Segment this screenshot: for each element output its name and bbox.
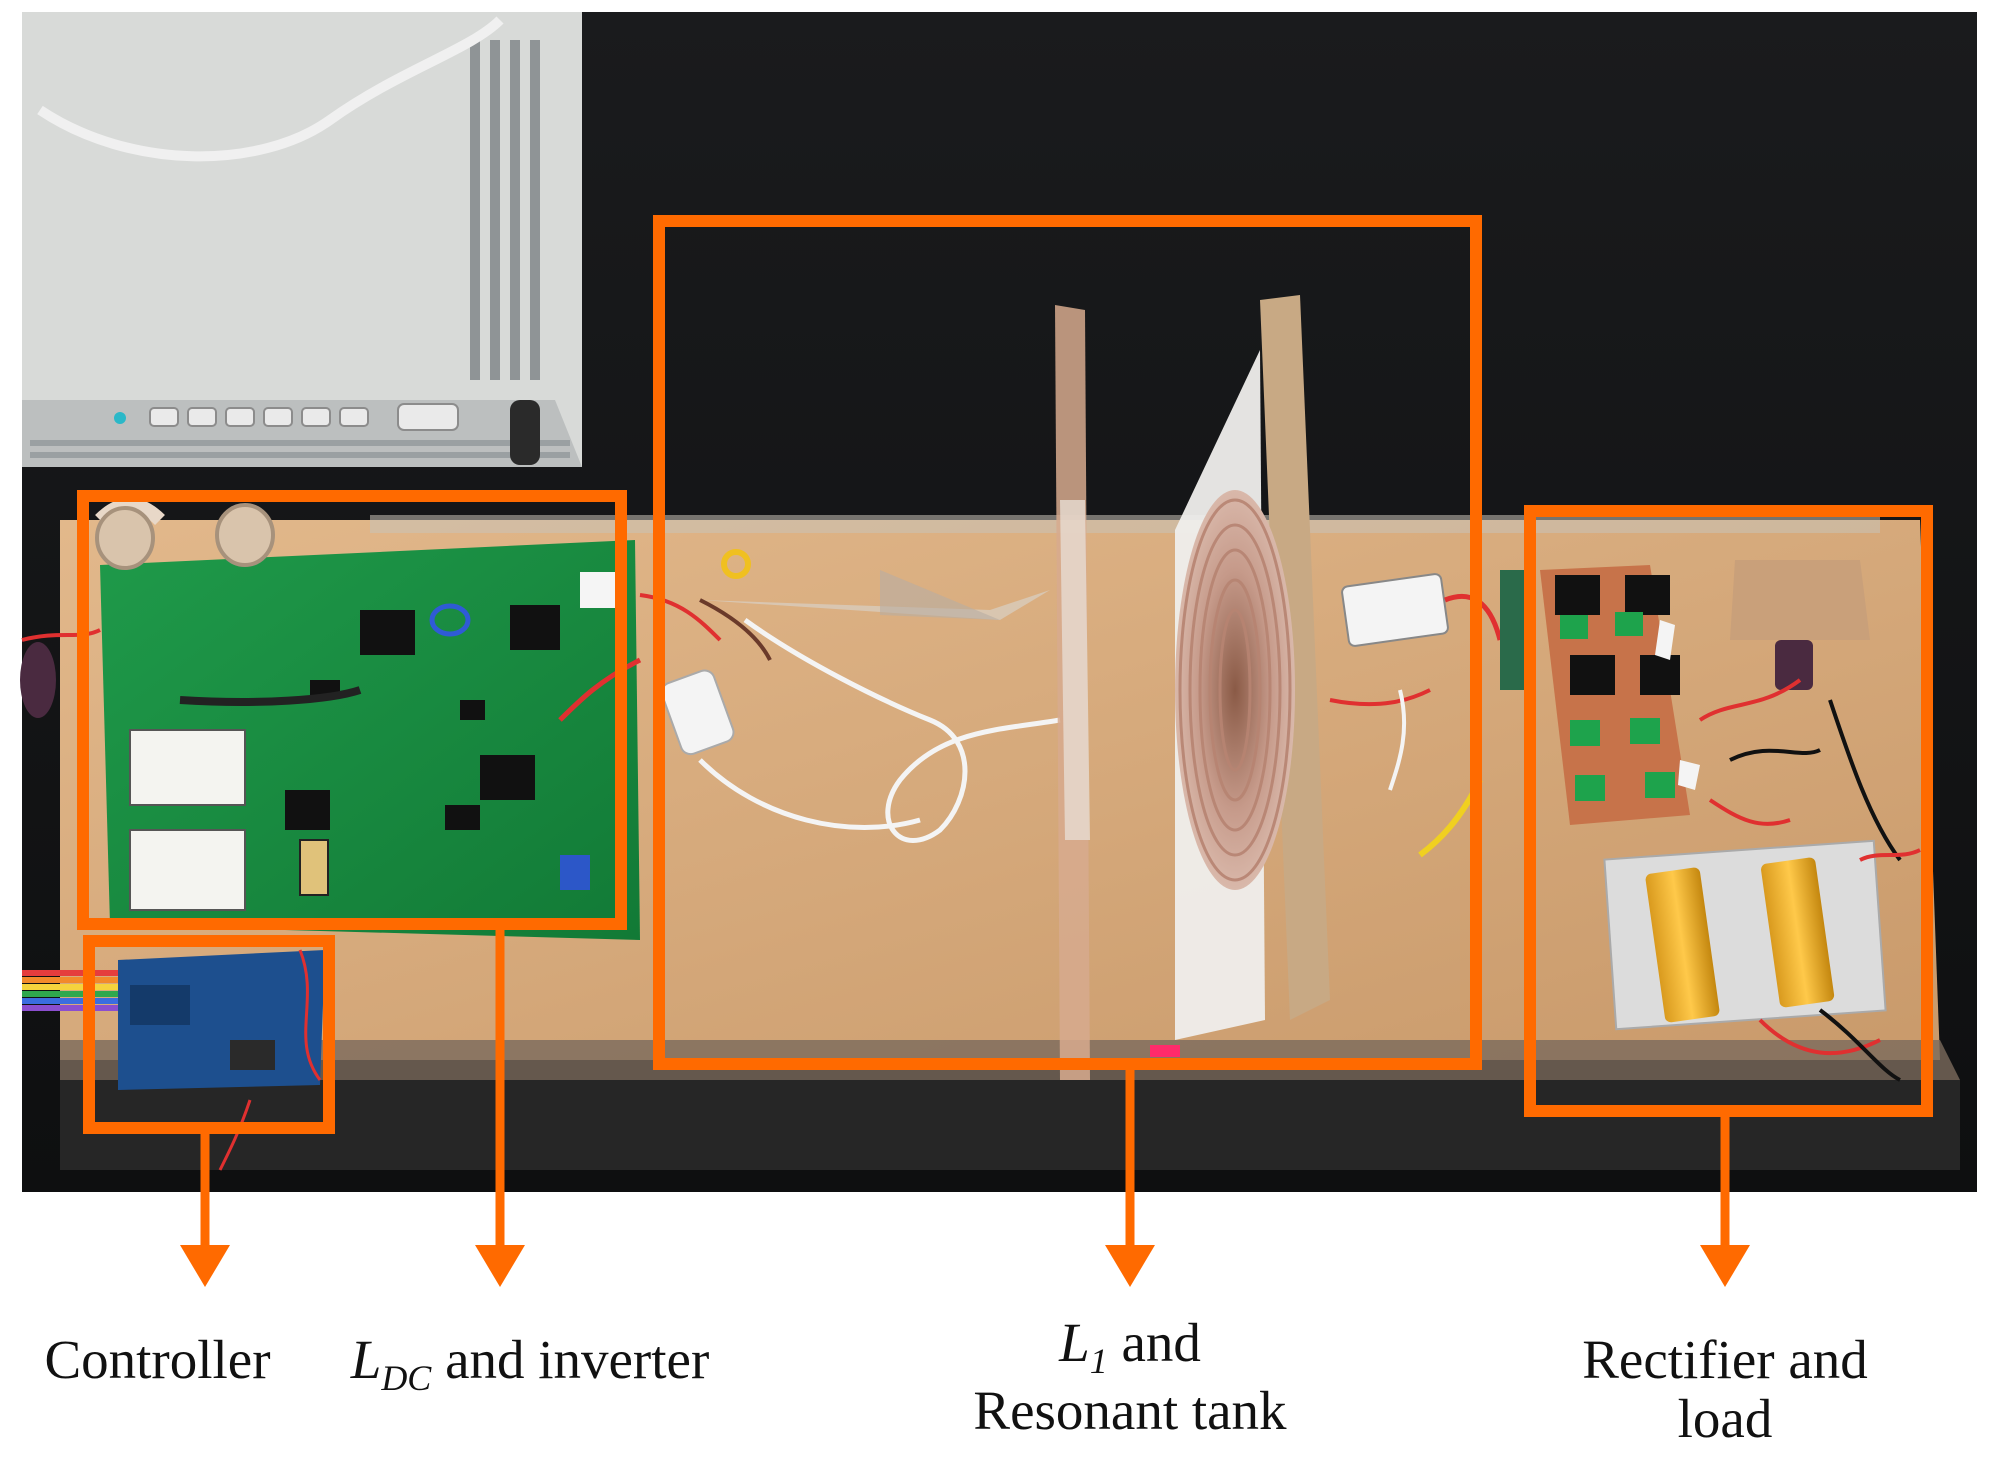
label-rectifier-line1: Rectifier and (1582, 1329, 1868, 1390)
label-controller: Controller (30, 1330, 285, 1389)
electrolytic-capacitor-left (20, 642, 56, 718)
subscript-1: 1 (1089, 1341, 1108, 1381)
rectifier-and-load (1500, 565, 1921, 1082)
arrow-ldc (475, 1245, 525, 1287)
subscript-dc: DC (381, 1358, 432, 1398)
arrow-rectifier (1700, 1245, 1750, 1287)
transmitter-plate (1055, 305, 1090, 1080)
power-supply-unit (22, 12, 582, 467)
box-ldc-inverter (77, 490, 627, 930)
arrow-l1 (1105, 1245, 1155, 1287)
label-rectifier-line2: load (1677, 1388, 1773, 1450)
label-l1-line2: Resonant tank (973, 1379, 1287, 1441)
symbol-l1: L (1059, 1312, 1090, 1373)
inverter-pcb (95, 498, 642, 940)
output-capacitor (1775, 640, 1813, 690)
resonant-tank-area (639, 295, 1503, 1080)
callout-arrows (180, 924, 1750, 1287)
label-l1-text: and (1107, 1312, 1201, 1373)
label-rectifier-load: Rectifier and load (1525, 1330, 1925, 1449)
receiver-coil-plate (1175, 295, 1330, 1040)
label-l1-line1: L1 and (940, 1313, 1320, 1381)
controller-board (118, 949, 325, 1171)
ribbon-cable (22, 970, 132, 1011)
label-l1-resonant-tank: L1 and Resonant tank (940, 1313, 1320, 1440)
label-controller-text: Controller (44, 1329, 271, 1390)
label-ldc-inverter: LDC and inverter (330, 1330, 730, 1398)
symbol-l: L (350, 1329, 382, 1390)
box-resonant-tank (653, 215, 1482, 1070)
inductor-coils (95, 503, 275, 570)
label-ldc-text: and inverter (431, 1329, 710, 1390)
power-resistor-1 (1645, 867, 1720, 1023)
arrow-controller (180, 1245, 230, 1287)
film-capacitor (1341, 573, 1449, 647)
power-resistor-2 (1761, 857, 1835, 1008)
heatsink-plate (1603, 839, 1887, 1031)
